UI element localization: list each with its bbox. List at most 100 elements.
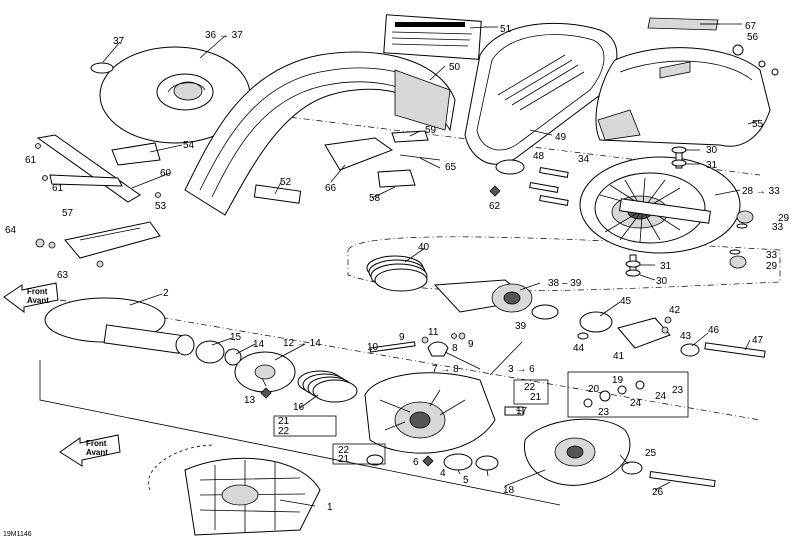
decal-part-67 — [647, 17, 719, 31]
bracket-part-58 — [377, 169, 416, 188]
callout-61b: 61 — [52, 183, 64, 194]
callout-18: 18 — [503, 485, 515, 496]
callout-57: 57 — [62, 208, 74, 219]
callout-28-33: 28 → 33 — [742, 186, 780, 197]
callout-24a: 24 — [655, 391, 667, 402]
callout-34: 34 — [578, 154, 590, 165]
callout-55: 55 — [752, 119, 764, 130]
callout-2: 2 — [163, 288, 169, 299]
callout-38-39: 38 – 39 — [548, 278, 582, 289]
washer-part-9a — [421, 336, 429, 344]
nut-part-44 — [577, 332, 589, 340]
bolt-part-56 — [732, 44, 744, 56]
roller-part-20 — [599, 390, 611, 402]
driven-pulley-part-28 — [579, 156, 741, 254]
callout-5: 5 — [463, 475, 469, 486]
callout-59: 59 — [425, 125, 437, 136]
drive-belt-part-49 — [464, 22, 618, 165]
callout-51: 51 — [500, 24, 512, 35]
callout-13: 13 — [244, 395, 256, 406]
warning-label-part-51 — [383, 14, 482, 60]
bolts-part-34 — [529, 167, 569, 206]
clip-part-59 — [391, 130, 429, 143]
weight-part-7 — [427, 341, 449, 357]
bracket-part-57 — [64, 221, 161, 259]
callout-67: 67 — [745, 21, 757, 32]
callout-40: 40 — [418, 242, 430, 253]
callout-66: 66 — [325, 183, 337, 194]
callout-39: 39 — [515, 321, 527, 332]
callout-16: 16 — [293, 402, 305, 413]
callout-24b: 24 — [630, 398, 642, 409]
washer-part-46 — [680, 343, 700, 357]
grease-part-6 — [422, 455, 434, 467]
drawing-code: 19M1146 — [3, 531, 32, 538]
callout-31a: 31 — [706, 160, 718, 171]
roller-part-29a — [736, 210, 754, 224]
callout-58: 58 — [369, 193, 381, 204]
kit-box-21-22-left — [273, 415, 337, 437]
callout-1: 1 — [327, 502, 333, 513]
bolt-part-26 — [649, 471, 716, 488]
callout-9a: 9 — [399, 332, 405, 343]
callout-9b: 9 — [468, 339, 474, 350]
callout-22c: 22 — [338, 445, 350, 456]
callout-17: 17 — [516, 406, 528, 417]
roller-kit-box — [567, 371, 689, 418]
callout-labels: 37 36 → 37 51 50 67 56 55 49 59 48 34 30… — [3, 21, 790, 538]
callout-26: 26 — [652, 487, 664, 498]
washer-part-19 — [617, 385, 627, 395]
lever-part-41 — [617, 317, 671, 349]
callout-33a: 33 — [772, 222, 784, 233]
governor-cup-part-18 — [524, 418, 631, 486]
callout-62: 62 — [489, 201, 501, 212]
bracket-part-54 — [111, 142, 161, 166]
callout-21b: 21 — [530, 392, 542, 403]
callout-25: 25 — [645, 448, 657, 459]
ring-part-14 — [224, 348, 242, 366]
callout-56: 56 — [747, 32, 759, 43]
bolt-part-53 — [155, 192, 161, 198]
callout-11: 11 — [428, 327, 439, 338]
front-arrow-upper: Front Avant — [3, 282, 59, 313]
callout-60: 60 — [160, 168, 172, 179]
callout-61a: 61 — [25, 155, 37, 166]
engine-part-1 — [147, 444, 321, 536]
washer-part-48 — [495, 159, 525, 175]
screw-part-43 — [661, 326, 669, 334]
kit-box-21-22-right — [513, 379, 549, 405]
callout-31b: 31 — [660, 261, 672, 272]
bracket-part-60 — [36, 134, 141, 203]
callout-48: 48 — [533, 151, 545, 162]
callout-44: 44 — [573, 343, 585, 354]
callout-8: 8 — [452, 343, 458, 354]
screw-part-65 — [399, 154, 441, 161]
callout-49: 49 — [555, 132, 567, 143]
bolt-part-61b — [42, 175, 48, 181]
callout-15: 15 — [230, 332, 242, 343]
callout-19: 19 — [612, 375, 624, 386]
callout-64: 64 — [5, 225, 17, 236]
svg-text:Avant: Avant — [86, 448, 108, 457]
callout-47: 47 — [752, 335, 764, 346]
nut-part-64b — [48, 241, 56, 249]
callout-50: 50 — [449, 62, 461, 73]
ring-part-5 — [475, 455, 499, 471]
grease-part-62 — [489, 185, 501, 197]
washer-part-9b — [458, 332, 466, 340]
ring-part-39 — [531, 304, 559, 320]
callout-30b: 30 — [656, 276, 668, 287]
callout-7-8: 7 → 8 — [432, 364, 459, 375]
belt-path-outline — [347, 236, 781, 292]
callout-21c: 21 — [338, 454, 350, 465]
callout-63: 63 — [57, 270, 69, 281]
belt-guard-part-50 — [184, 51, 456, 216]
callout-46: 46 — [708, 325, 720, 336]
callout-30a: 30 — [706, 145, 718, 156]
washer-part-33b — [729, 249, 741, 255]
callout-29b: 29 — [766, 261, 778, 272]
washer-part-31a — [671, 159, 687, 167]
cover-part-12 — [234, 351, 296, 393]
callout-22b: 22 — [524, 382, 536, 393]
